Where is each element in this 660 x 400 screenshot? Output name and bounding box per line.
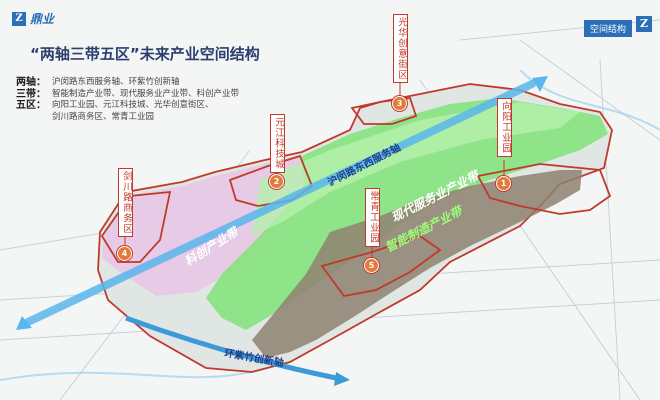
zone-marker-5[interactable]: 5 [364, 258, 379, 273]
badge-logo-icon: Z [636, 16, 652, 32]
page-title: “两轴三带五区”未来产业空间结构 [30, 45, 260, 63]
legend: 两轴： 沪闵路东西服务轴、环紫竹创新轴 三带： 智能制造产业带、现代服务业产业带… [16, 77, 239, 123]
zone-label-jianchuan: 剑川路商务区 [118, 168, 133, 237]
logo-text: 鼎业 [30, 12, 55, 26]
legend-value: 剑川路商务区、常青工业园 [52, 111, 155, 122]
logo-icon: Z [12, 11, 26, 26]
zone-label-changqing: 常青工业园 [365, 188, 380, 247]
zone-marker-1[interactable]: 1 [496, 176, 511, 191]
zone-outline-guanghua [350, 97, 418, 125]
legend-row-axes: 两轴： 沪闵路东西服务轴、环紫竹创新轴 [16, 77, 239, 89]
legend-key: 两轴： [16, 77, 46, 88]
legend-row-belts: 三带： 智能制造产业带、现代服务业产业带、科创产业带 [16, 89, 239, 101]
legend-key: 五区： [16, 100, 46, 111]
section-badge: 空间结构 [583, 20, 632, 37]
legend-row-zones-cont: 剑川路商务区、常青工业园 [16, 112, 239, 124]
zone-outline-xiangyang [476, 163, 612, 215]
legend-value: 智能制造产业带、现代服务业产业带、科创产业带 [52, 88, 240, 99]
zone-marker-4[interactable]: 4 [117, 246, 132, 261]
smart-belt-area [252, 170, 582, 358]
zone-label-guanghua: 光华创意街区 [393, 14, 408, 83]
legend-key: 三带： [16, 88, 46, 100]
legend-row-zones: 五区： 向阳工业园、元江科技城、光华创意街区、 [16, 100, 239, 112]
zone-marker-2[interactable]: 2 [269, 174, 284, 189]
east-west-axis [16, 76, 548, 330]
brand-logo: Z 鼎业 [12, 10, 54, 27]
legend-value: 向阳工业园、元江科技城、光华创意街区、 [52, 100, 214, 110]
ring-axis [125, 315, 350, 386]
zone-label-xiangyang: 向阳工业园 [497, 98, 512, 157]
zone-marker-3[interactable]: 3 [392, 96, 407, 111]
zone-outline-changqing [320, 235, 442, 297]
zone-label-yuanjiang: 元江科技城 [270, 114, 285, 173]
legend-value: 沪闵路东西服务轴、环紫竹创新轴 [52, 77, 180, 87]
